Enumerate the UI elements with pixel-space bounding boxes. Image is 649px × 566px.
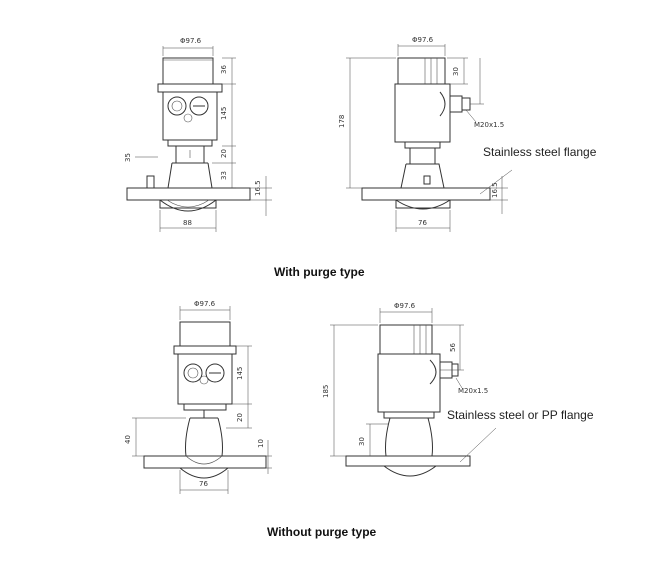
label-flange-bottom: Stainless steel or PP flange [447,408,594,422]
dim-height-bottom-side: 185 [322,385,330,398]
dim-cap-bottom-side: 56 [449,343,457,352]
dim-flange-top-front: 16.5 [254,180,262,196]
dim-flange-width-top-front: 88 [183,219,192,227]
dim-cap-top-side: 30 [452,67,460,76]
dim-thread-bottom-side: M20x1.5 [458,387,488,395]
top-front-view: Φ97.6 36 145 20 33 16.5 88 35 [124,37,272,232]
dim-flange-top-side: 16.5 [491,182,499,198]
top-side-view: Φ97.6 30 178 M20x1.5 16.5 76 Stainless s… [338,36,597,232]
bottom-front-view: Φ97.6 145 20 40 10 76 [124,300,272,494]
dim-neck-top-front: 20 [220,149,228,158]
dim-body-top-front: 145 [220,107,228,120]
dim-width-bottom-front: Φ97.6 [194,300,216,308]
dim-width-top-front: Φ97.6 [180,37,202,45]
dim-flange-width-bottom-front: 76 [199,480,208,488]
dim-side-mark-top-front: 35 [124,153,132,162]
dim-flange-bottom-front: 10 [257,439,265,448]
dim-neck-bottom-side: 30 [358,437,366,446]
label-flange-top: Stainless steel flange [483,145,597,159]
dim-width-bottom-side: Φ97.6 [394,302,416,310]
dim-purge-top-front: 33 [220,171,228,180]
dim-neck-total-bottom-front: 40 [124,435,132,444]
bottom-side-view: Φ97.6 56 185 M20x1.5 30 Stainless steel … [322,302,594,477]
dim-neck-bottom-front: 20 [236,413,244,422]
dim-cap-top-front: 36 [220,65,228,74]
dim-thread-top-side: M20x1.5 [474,121,504,129]
dim-body-bottom-front: 145 [236,367,244,380]
caption-with-purge: With purge type [274,265,365,279]
caption-without-purge: Without purge type [267,525,377,539]
dim-width-top-side: Φ97.6 [412,36,434,44]
dim-height-top-side: 178 [338,115,346,128]
dim-flange-width-top-side: 76 [418,219,427,227]
